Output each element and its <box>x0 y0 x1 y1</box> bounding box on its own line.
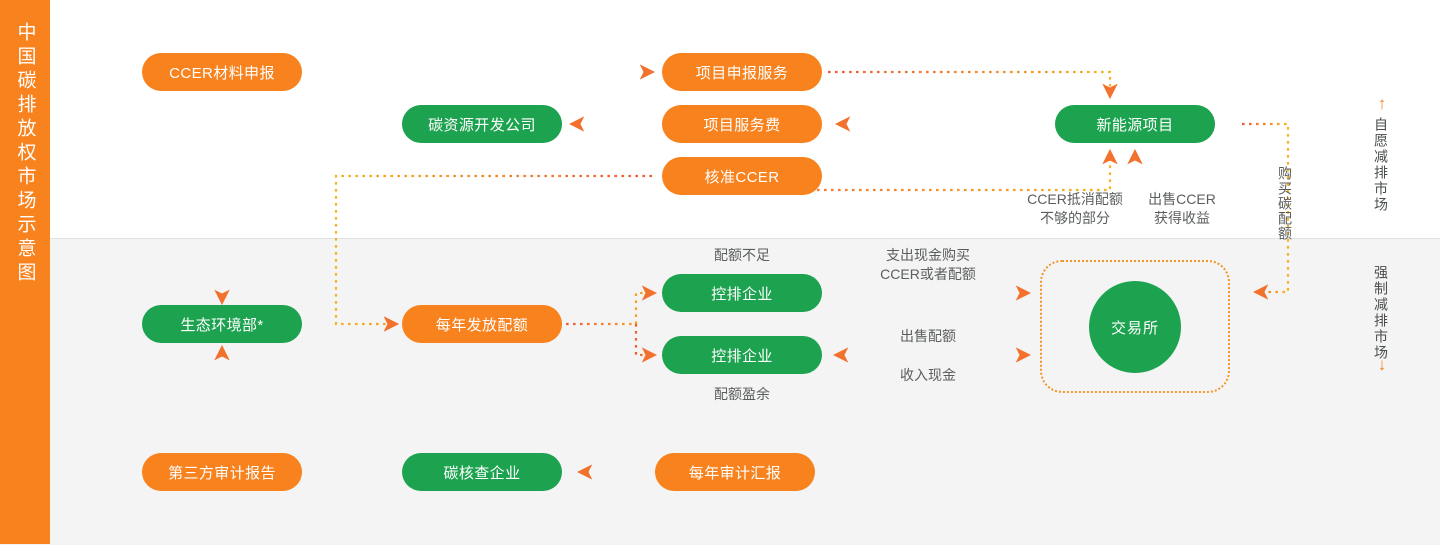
caption-sell-ccer-line1: 出售CCER <box>1148 191 1216 207</box>
node-controlled-enterprise-bottom[interactable]: 控排企业 <box>662 336 822 374</box>
caption-quota-shortage: 配额不足 <box>714 247 770 263</box>
caption-buy-carbon-quota: 购买碳配额 <box>1277 166 1293 241</box>
node-label: 控排企业 <box>711 285 773 303</box>
node-label: 交易所 <box>1110 319 1159 337</box>
node-carbon-verify-company[interactable]: 碳核查企业 <box>402 453 562 491</box>
caption-quota-surplus: 配额盈余 <box>714 386 770 402</box>
node-label: 第三方审计报告 <box>168 464 276 482</box>
node-carbon-resource-company[interactable]: 碳资源开发公司 <box>402 105 562 143</box>
caption-sell-ccer-line2: 获得收益 <box>1154 210 1210 226</box>
node-annual-audit-report[interactable]: 每年审计汇报 <box>655 453 815 491</box>
node-label: 项目服务费 <box>703 116 781 134</box>
node-label: CCER材料申报 <box>169 64 275 82</box>
arrow-down-icon: ↓ <box>1377 355 1387 374</box>
node-label: 碳资源开发公司 <box>428 116 536 134</box>
caption-ccer-offset-line2: 不够的部分 <box>1040 210 1110 226</box>
node-new-energy-project[interactable]: 新能源项目 <box>1055 105 1215 143</box>
node-label: 碳核查企业 <box>443 464 521 482</box>
caption-spend-cash-line1: 支出现金购买 <box>886 247 970 263</box>
label-mandatory-market: 强制减排市场 <box>1373 265 1389 361</box>
page-title: 中国碳排放权市场示意图 <box>14 22 36 286</box>
node-exchange[interactable]: 交易所 <box>1089 281 1181 373</box>
node-label: 生态环境部* <box>180 316 264 334</box>
node-label: 每年发放配额 <box>435 316 529 334</box>
node-label: 新能源项目 <box>1096 116 1174 134</box>
node-label: 每年审计汇报 <box>688 464 782 482</box>
label-voluntary-market: 自愿减排市场 <box>1373 117 1389 213</box>
node-project-declare-service[interactable]: 项目申报服务 <box>662 53 822 91</box>
node-ministry-ecology[interactable]: 生态环境部* <box>142 305 302 343</box>
node-label: 核准CCER <box>704 168 780 186</box>
arrow-up-icon: ↑ <box>1377 94 1387 113</box>
node-ccer-material[interactable]: CCER材料申报 <box>142 53 302 91</box>
node-label: 控排企业 <box>711 347 773 365</box>
title-rail: 中国碳排放权市场示意图 <box>0 0 50 544</box>
node-controlled-enterprise-top[interactable]: 控排企业 <box>662 274 822 312</box>
caption-receive-cash: 收入现金 <box>900 367 956 383</box>
node-project-service-fee[interactable]: 项目服务费 <box>662 105 822 143</box>
caption-ccer-offset-line1: CCER抵消配额 <box>1027 191 1123 207</box>
node-annual-quota[interactable]: 每年发放配额 <box>402 305 562 343</box>
caption-spend-cash-line2: CCER或者配额 <box>880 266 976 282</box>
exchange-container <box>1040 260 1230 393</box>
caption-sell-quota: 出售配额 <box>900 328 956 344</box>
node-approve-ccer[interactable]: 核准CCER <box>662 157 822 195</box>
node-third-party-audit-report[interactable]: 第三方审计报告 <box>142 453 302 491</box>
node-label: 项目申报服务 <box>695 64 789 82</box>
